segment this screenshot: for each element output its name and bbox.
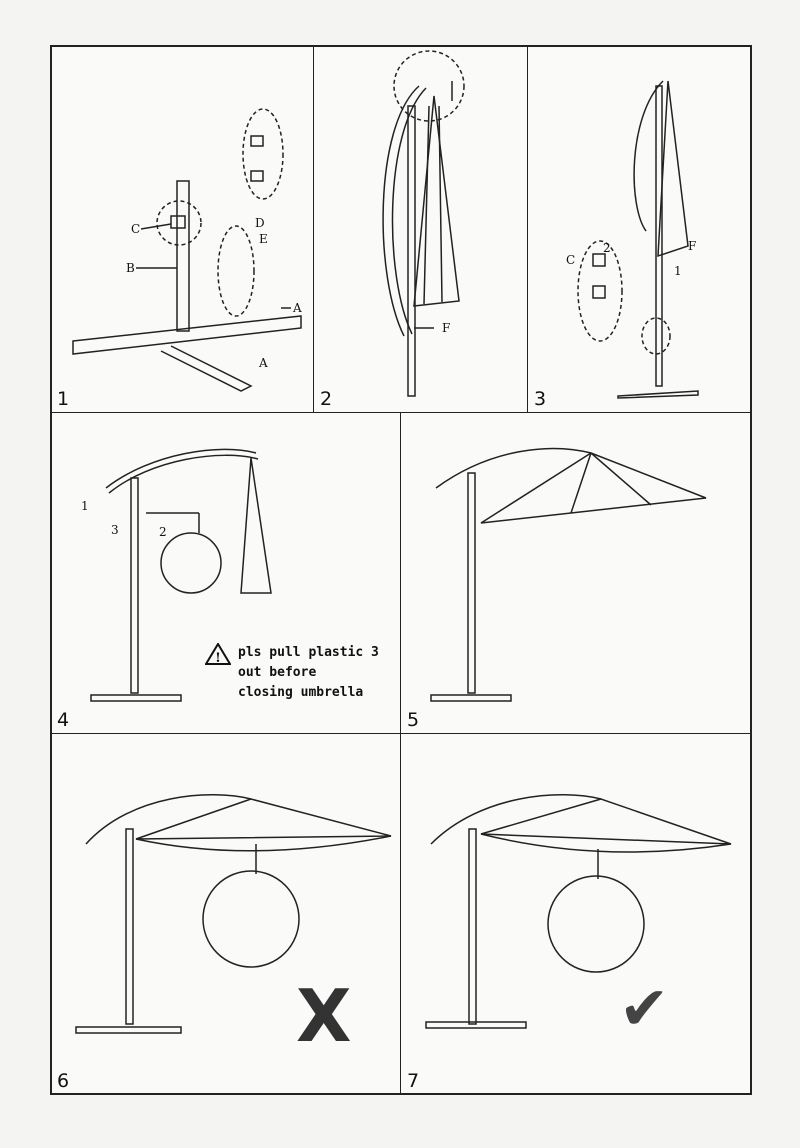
step-1-panel: C B D E A A 1	[50, 45, 314, 413]
open-arm-drawing	[90, 448, 272, 702]
instruction-sheet	[50, 45, 752, 1095]
step-number: 2	[320, 388, 333, 410]
step-7-panel: ✔ 7	[400, 733, 752, 1095]
label-c: C	[566, 253, 576, 267]
step-number: 7	[407, 1070, 420, 1092]
label-2: 2	[603, 241, 611, 255]
raise-umbrella-drawing	[382, 50, 465, 397]
step-2-panel: F 2	[313, 45, 528, 413]
step-number: 1	[57, 388, 70, 410]
step-number: 5	[407, 709, 420, 731]
label-b: B	[126, 261, 135, 275]
incorrect-x-mark: X	[296, 974, 352, 1058]
warning-text: pls pull plastic 3 out before closing um…	[238, 645, 379, 700]
base-assembly-drawing	[72, 108, 302, 392]
warning-triangle-icon: !	[205, 643, 231, 665]
label-e: E	[259, 232, 268, 246]
label-a-2: A	[259, 356, 268, 370]
label-d: D	[255, 216, 265, 230]
step-number: 3	[534, 388, 547, 410]
label-f: F	[688, 239, 697, 253]
step-3-panel: C 2 F 1 3	[527, 45, 752, 413]
label-2: 2	[159, 525, 167, 539]
correct-canopy-drawing	[425, 794, 732, 1029]
umbrella-open-drawing	[430, 447, 707, 702]
label-3: 3	[111, 523, 119, 537]
crank-assembly-drawing	[577, 80, 699, 399]
svg-text:!: !	[215, 651, 221, 665]
label-f: F	[442, 321, 451, 335]
label-1: 1	[81, 499, 89, 513]
correct-check-mark: ✔	[619, 974, 670, 1044]
label-1: 1	[674, 264, 682, 278]
label-c: C	[131, 222, 141, 236]
label-a-1: A	[293, 301, 302, 315]
step-number: 6	[57, 1070, 70, 1092]
incorrect-canopy-drawing	[75, 794, 392, 1034]
step-6-panel: X 6	[50, 733, 401, 1095]
step-number: 4	[57, 709, 70, 731]
step-5-panel: 5	[400, 412, 752, 734]
